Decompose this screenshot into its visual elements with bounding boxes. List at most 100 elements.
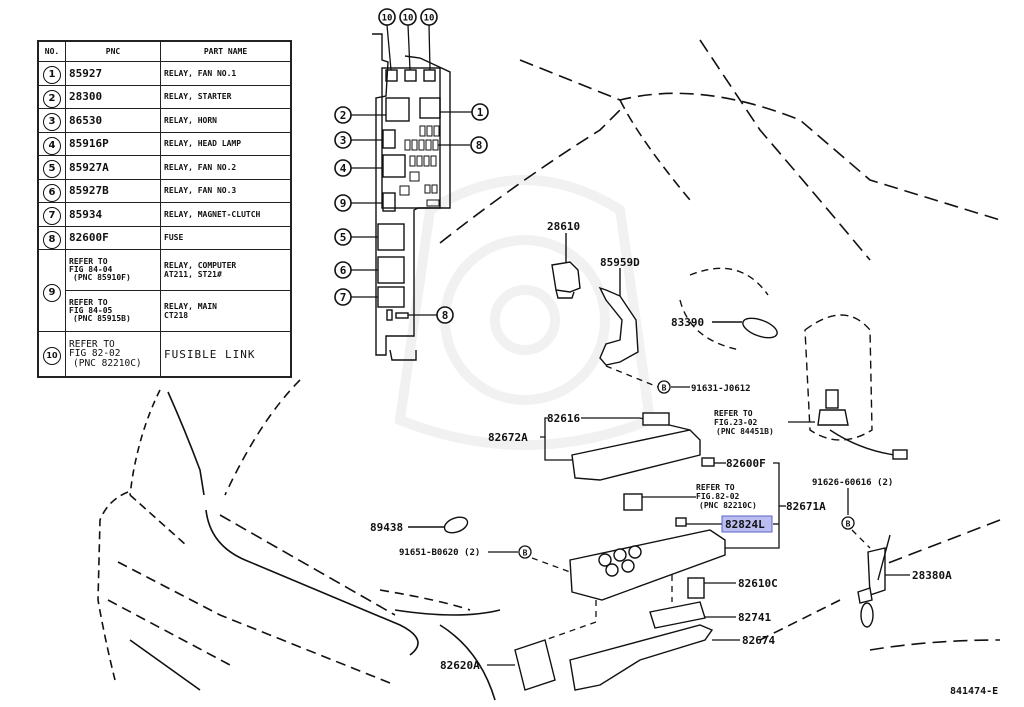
table-row: 6 85927B RELAY, FAN NO.3 <box>37 178 292 203</box>
svg-text:5: 5 <box>340 231 347 244</box>
pnc-cell[interactable]: 85927 <box>65 61 161 86</box>
callout-3: 3 <box>334 131 352 149</box>
pnc-reference-cell[interactable]: REFER TO FIG 84-05 (PNC 85915B) <box>65 290 161 332</box>
ref-fig23-line2: FIG.23-02 <box>714 418 758 427</box>
bolt-mark-91651: B <box>518 545 532 559</box>
pnc-cell[interactable]: 86530 <box>65 108 161 133</box>
pnc-cell[interactable]: 85927A <box>65 155 161 180</box>
label-91626-60616[interactable]: 91626-60616 (2) <box>812 478 893 488</box>
label-28610[interactable]: 28610 <box>547 220 580 233</box>
ref-fig82-line1: REFER TO <box>696 483 735 492</box>
part-82674-tray <box>569 624 714 691</box>
table-row: 8 82600F FUSE <box>37 225 292 250</box>
label-82671A[interactable]: 82671A <box>786 500 826 513</box>
table-row: 2 28300 RELAY, STARTER <box>37 84 292 109</box>
svg-text:1: 1 <box>477 106 484 119</box>
callout-9: 9 <box>334 194 352 212</box>
part-83390-sensor <box>679 267 778 351</box>
ref-fig23-line3: (PNC 84451B) <box>716 427 774 436</box>
row-number-badge: 7 <box>43 207 61 226</box>
label-28380A[interactable]: 28380A <box>912 569 952 582</box>
callout-7: 7 <box>334 288 352 306</box>
callout-5: 5 <box>334 228 352 246</box>
pnc-cell[interactable]: 82600F <box>65 225 161 250</box>
label-82672A[interactable]: 82672A <box>488 431 528 444</box>
row-number-badge: 1 <box>43 66 61 85</box>
part-82610C <box>687 577 705 599</box>
part-85959D-bracket <box>598 268 639 366</box>
svg-text:4: 4 <box>340 162 347 175</box>
ref-line: FIG 82-02 <box>69 348 121 360</box>
table-row: 7 85934 RELAY, MAGNET-CLUTCH <box>37 202 292 227</box>
row-number-badge: 3 <box>43 113 61 132</box>
row-number-badge: 5 <box>43 160 61 179</box>
relay-block <box>372 33 451 361</box>
relay-callouts: 10 10 10 2 3 4 9 5 6 7 1 8 8 <box>334 8 489 324</box>
pnc-reference-cell[interactable]: REFER TO FIG 82-02 (PNC 82210C) <box>65 331 161 378</box>
pnc-cell[interactable]: 85916P <box>65 131 161 156</box>
label-82741[interactable]: 82741 <box>738 611 771 624</box>
part-28380A <box>857 534 891 628</box>
label-91651-B0620[interactable]: 91651-B0620 (2) <box>399 548 480 558</box>
ref-line: FIG 84-05 <box>69 306 113 315</box>
svg-text:9: 9 <box>340 197 347 210</box>
label-83390[interactable]: 83390 <box>671 316 704 329</box>
ref-line: FIG 84-04 <box>69 265 113 274</box>
pnc-cell[interactable]: 85934 <box>65 202 161 227</box>
part-name-cell: RELAY, FAN NO.3 <box>160 178 292 203</box>
part-name-cell: RELAY, MAIN CT218 <box>160 290 292 332</box>
callout-10a: 10 <box>378 8 396 26</box>
name-line: CT218 <box>164 311 189 320</box>
table-row: 3 86530 RELAY, HORN <box>37 108 292 133</box>
label-85959D[interactable]: 85959D <box>600 256 640 269</box>
svg-text:B: B <box>846 520 851 529</box>
ref-fig82-line3: (PNC 82210C) <box>699 501 757 510</box>
part-name-cell: RELAY, COMPUTER AT211, ST21# <box>160 249 292 291</box>
row-number-badge: 2 <box>43 89 61 108</box>
table-row: 4 85916P RELAY, HEAD LAMP <box>37 131 292 156</box>
row-number-badge: 4 <box>43 136 61 155</box>
install-lines <box>531 365 871 641</box>
row-number-badge: 6 <box>43 183 61 202</box>
part-82671A-fusebox <box>569 529 726 601</box>
svg-text:10: 10 <box>403 14 414 24</box>
label-82674[interactable]: 82674 <box>742 634 775 647</box>
callout-8b: 8 <box>436 306 454 324</box>
part-82741 <box>649 601 706 629</box>
ref-line: REFER TO <box>69 338 115 350</box>
part-name-cell: RELAY, FAN NO.1 <box>160 61 292 86</box>
bolt-mark-91626: B <box>841 516 855 530</box>
label-82616[interactable]: 82616 <box>547 412 580 425</box>
header-pnc: PNC <box>65 40 161 62</box>
part-82620A-connector <box>514 639 556 691</box>
ref-line: (PNC 85915B) <box>73 314 131 323</box>
svg-text:7: 7 <box>340 291 347 304</box>
svg-text:10: 10 <box>382 14 393 24</box>
name-line: RELAY, COMPUTER <box>164 261 237 270</box>
part-82600F-fuse <box>701 457 715 467</box>
callout-8a: 8 <box>470 136 488 154</box>
label-82600F[interactable]: 82600F <box>726 457 766 470</box>
table-row: 1 85927 RELAY, FAN NO.1 <box>37 61 292 86</box>
ref-line: (PNC 85910F) <box>73 273 131 282</box>
pnc-reference-cell[interactable]: REFER TO FIG 84-04 (PNC 85910F) <box>65 249 161 291</box>
ref-fig23-line1: REFER TO <box>714 409 753 418</box>
pnc-cell[interactable]: 28300 <box>65 84 161 109</box>
part-washer-tank <box>804 314 908 460</box>
ref-fig82-line2: FIG.82-02 <box>696 492 740 501</box>
label-91631-J0612[interactable]: 91631-J0612 <box>691 384 751 394</box>
row-number-badge: 10 <box>43 347 61 365</box>
label-82824L[interactable]: 82824L <box>725 518 765 531</box>
table-row: 9 REFER TO FIG 84-04 (PNC 85910F) RELAY,… <box>37 249 292 332</box>
label-89438[interactable]: 89438 <box>370 521 403 534</box>
svg-text:8: 8 <box>476 139 483 152</box>
svg-text:6: 6 <box>340 264 347 277</box>
part-highlight-82824L <box>721 515 773 533</box>
part-89438-sensor <box>408 516 469 534</box>
label-82610C[interactable]: 82610C <box>738 577 778 590</box>
name-line: AT211, ST21# <box>164 270 222 279</box>
part-name-cell: RELAY, HORN <box>160 108 292 133</box>
pnc-cell[interactable]: 85927B <box>65 178 161 203</box>
label-82620A[interactable]: 82620A <box>440 659 480 672</box>
